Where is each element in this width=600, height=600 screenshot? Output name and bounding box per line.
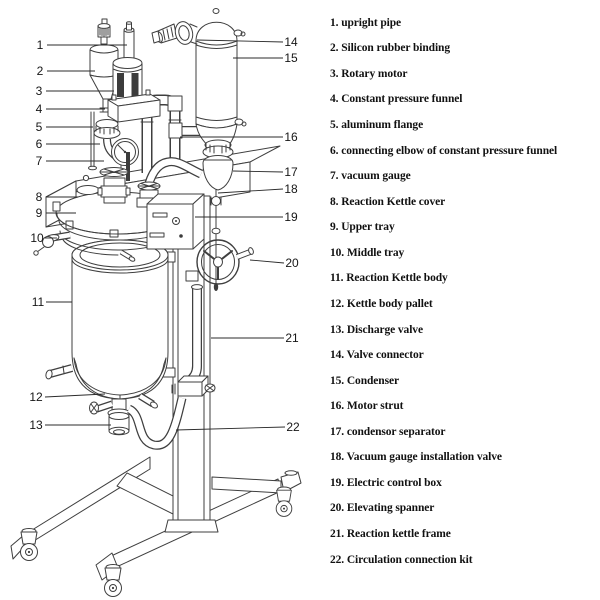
part-list-item: 5. aluminum flange xyxy=(330,112,598,138)
circulation-connection-kit xyxy=(126,396,187,450)
part-label: 10. Middle tray xyxy=(330,246,405,259)
part-list-item: 11. Reaction Kettle body xyxy=(330,266,598,292)
part-label: 13. Discharge valve xyxy=(330,323,423,336)
part-list-item: 12. Kettle body pallet xyxy=(330,291,598,317)
part-label: 16. Motor strut xyxy=(330,400,404,413)
discharge-valve xyxy=(89,398,131,436)
part-list-item: 9. Upper tray xyxy=(330,215,598,241)
part-list-item: 17. condensor separator xyxy=(330,419,598,445)
part-label: 18. Vacuum gauge installation valve xyxy=(330,451,502,464)
callout-17: 17 xyxy=(284,165,298,179)
callout-8: 8 xyxy=(36,190,43,204)
motor-bracket xyxy=(107,89,161,123)
callout-3: 3 xyxy=(36,84,43,98)
valve-connector xyxy=(151,21,198,45)
upright-pipe xyxy=(123,21,135,61)
circulation-riser-pipe xyxy=(171,270,216,397)
part-label: 7. vacuum gauge xyxy=(330,170,411,183)
base-frame xyxy=(10,456,302,597)
part-list-item: 1. upright pipe xyxy=(330,10,598,36)
callout-5: 5 xyxy=(36,120,43,134)
part-list-item: 15. Condenser xyxy=(330,368,598,394)
part-label: 21. Reaction kettle frame xyxy=(330,528,451,541)
electric-control-box xyxy=(146,193,205,250)
part-label: 11. Reaction Kettle body xyxy=(330,272,448,285)
part-label: 9. Upper tray xyxy=(330,221,395,234)
leader-lines xyxy=(44,39,286,431)
callout-12: 12 xyxy=(29,390,43,404)
part-list-item: 4. Constant pressure funnel xyxy=(330,87,598,113)
swan-neck-pipe xyxy=(142,157,203,193)
part-list-item: 22. Circulation connection kit xyxy=(330,547,598,573)
part-list-item: 13. Discharge valve xyxy=(330,317,598,343)
part-list-item: 20. Elevating spanner xyxy=(330,496,598,522)
part-label: 5. aluminum flange xyxy=(330,119,424,132)
part-label: 2. Silicon rubber binding xyxy=(330,42,450,55)
middle-tray-fitting xyxy=(33,231,71,256)
reaction-kettle-body xyxy=(45,239,169,409)
part-list-item: 19. Electric control box xyxy=(330,470,598,496)
part-label: 15. Condenser xyxy=(330,374,399,387)
callout-11: 11 xyxy=(32,295,45,309)
callout-22: 22 xyxy=(286,420,300,434)
callout-7: 7 xyxy=(36,154,43,168)
callout-19: 19 xyxy=(284,210,298,224)
callout-numbers: 1 2 3 4 5 6 7 8 9 10 11 12 13 14 15 16 1… xyxy=(29,35,300,434)
part-list-item: 16. Motor strut xyxy=(330,393,598,419)
callout-6: 6 xyxy=(36,137,43,151)
callout-10: 10 xyxy=(30,231,44,245)
vacuum-gauge xyxy=(111,138,139,172)
part-label: 17. condensor separator xyxy=(330,425,446,438)
part-list-item: 14. Valve connector xyxy=(330,342,598,368)
parts-legend-list: 1. upright pipe 2. Silicon rubber bindin… xyxy=(330,10,598,572)
part-label: 20. Elevating spanner xyxy=(330,502,435,515)
callout-4: 4 xyxy=(36,102,43,116)
part-label: 4. Constant pressure funnel xyxy=(330,93,463,106)
callout-13: 13 xyxy=(29,418,43,432)
part-label: 14. Valve connector xyxy=(330,349,424,362)
part-label: 22. Circulation connection kit xyxy=(330,553,473,566)
part-label: 6. connecting elbow of constant pressure… xyxy=(330,144,558,157)
part-list-item: 3. Rotary motor xyxy=(330,61,598,87)
part-list-item: 2. Silicon rubber binding xyxy=(330,36,598,62)
part-list-item: 7. vacuum gauge xyxy=(330,163,598,189)
part-list-item: 21. Reaction kettle frame xyxy=(330,521,598,547)
part-list-item: 18. Vacuum gauge installation valve xyxy=(330,445,598,471)
part-label: 8. Reaction Kettle cover xyxy=(330,195,446,208)
part-label: 1. upright pipe xyxy=(330,16,402,29)
callout-15: 15 xyxy=(284,51,298,65)
aluminum-flange xyxy=(93,119,121,139)
part-label: 3. Rotary motor xyxy=(330,67,408,80)
callout-18: 18 xyxy=(284,182,298,196)
part-label: 12. Kettle body pallet xyxy=(330,297,433,310)
callout-20: 20 xyxy=(285,256,299,270)
part-list-item: 8. Reaction Kettle cover xyxy=(330,189,598,215)
constant-pressure-funnel xyxy=(89,18,119,113)
callout-21: 21 xyxy=(285,331,299,345)
part-list-item: 6. connecting elbow of constant pressure… xyxy=(330,138,598,164)
condensor-separator xyxy=(202,155,234,191)
part-list-item: 10. Middle tray xyxy=(330,240,598,266)
callout-1: 1 xyxy=(37,38,44,52)
condenser xyxy=(195,8,247,146)
rotary-motor xyxy=(112,57,143,103)
condenser-flange xyxy=(202,139,234,159)
part-label: 19. Electric control box xyxy=(330,476,442,489)
callout-14: 14 xyxy=(284,35,298,49)
callout-9: 9 xyxy=(36,206,43,220)
callout-2: 2 xyxy=(37,64,44,78)
elevating-spanner-wheel xyxy=(196,239,254,285)
callout-16: 16 xyxy=(284,130,298,144)
